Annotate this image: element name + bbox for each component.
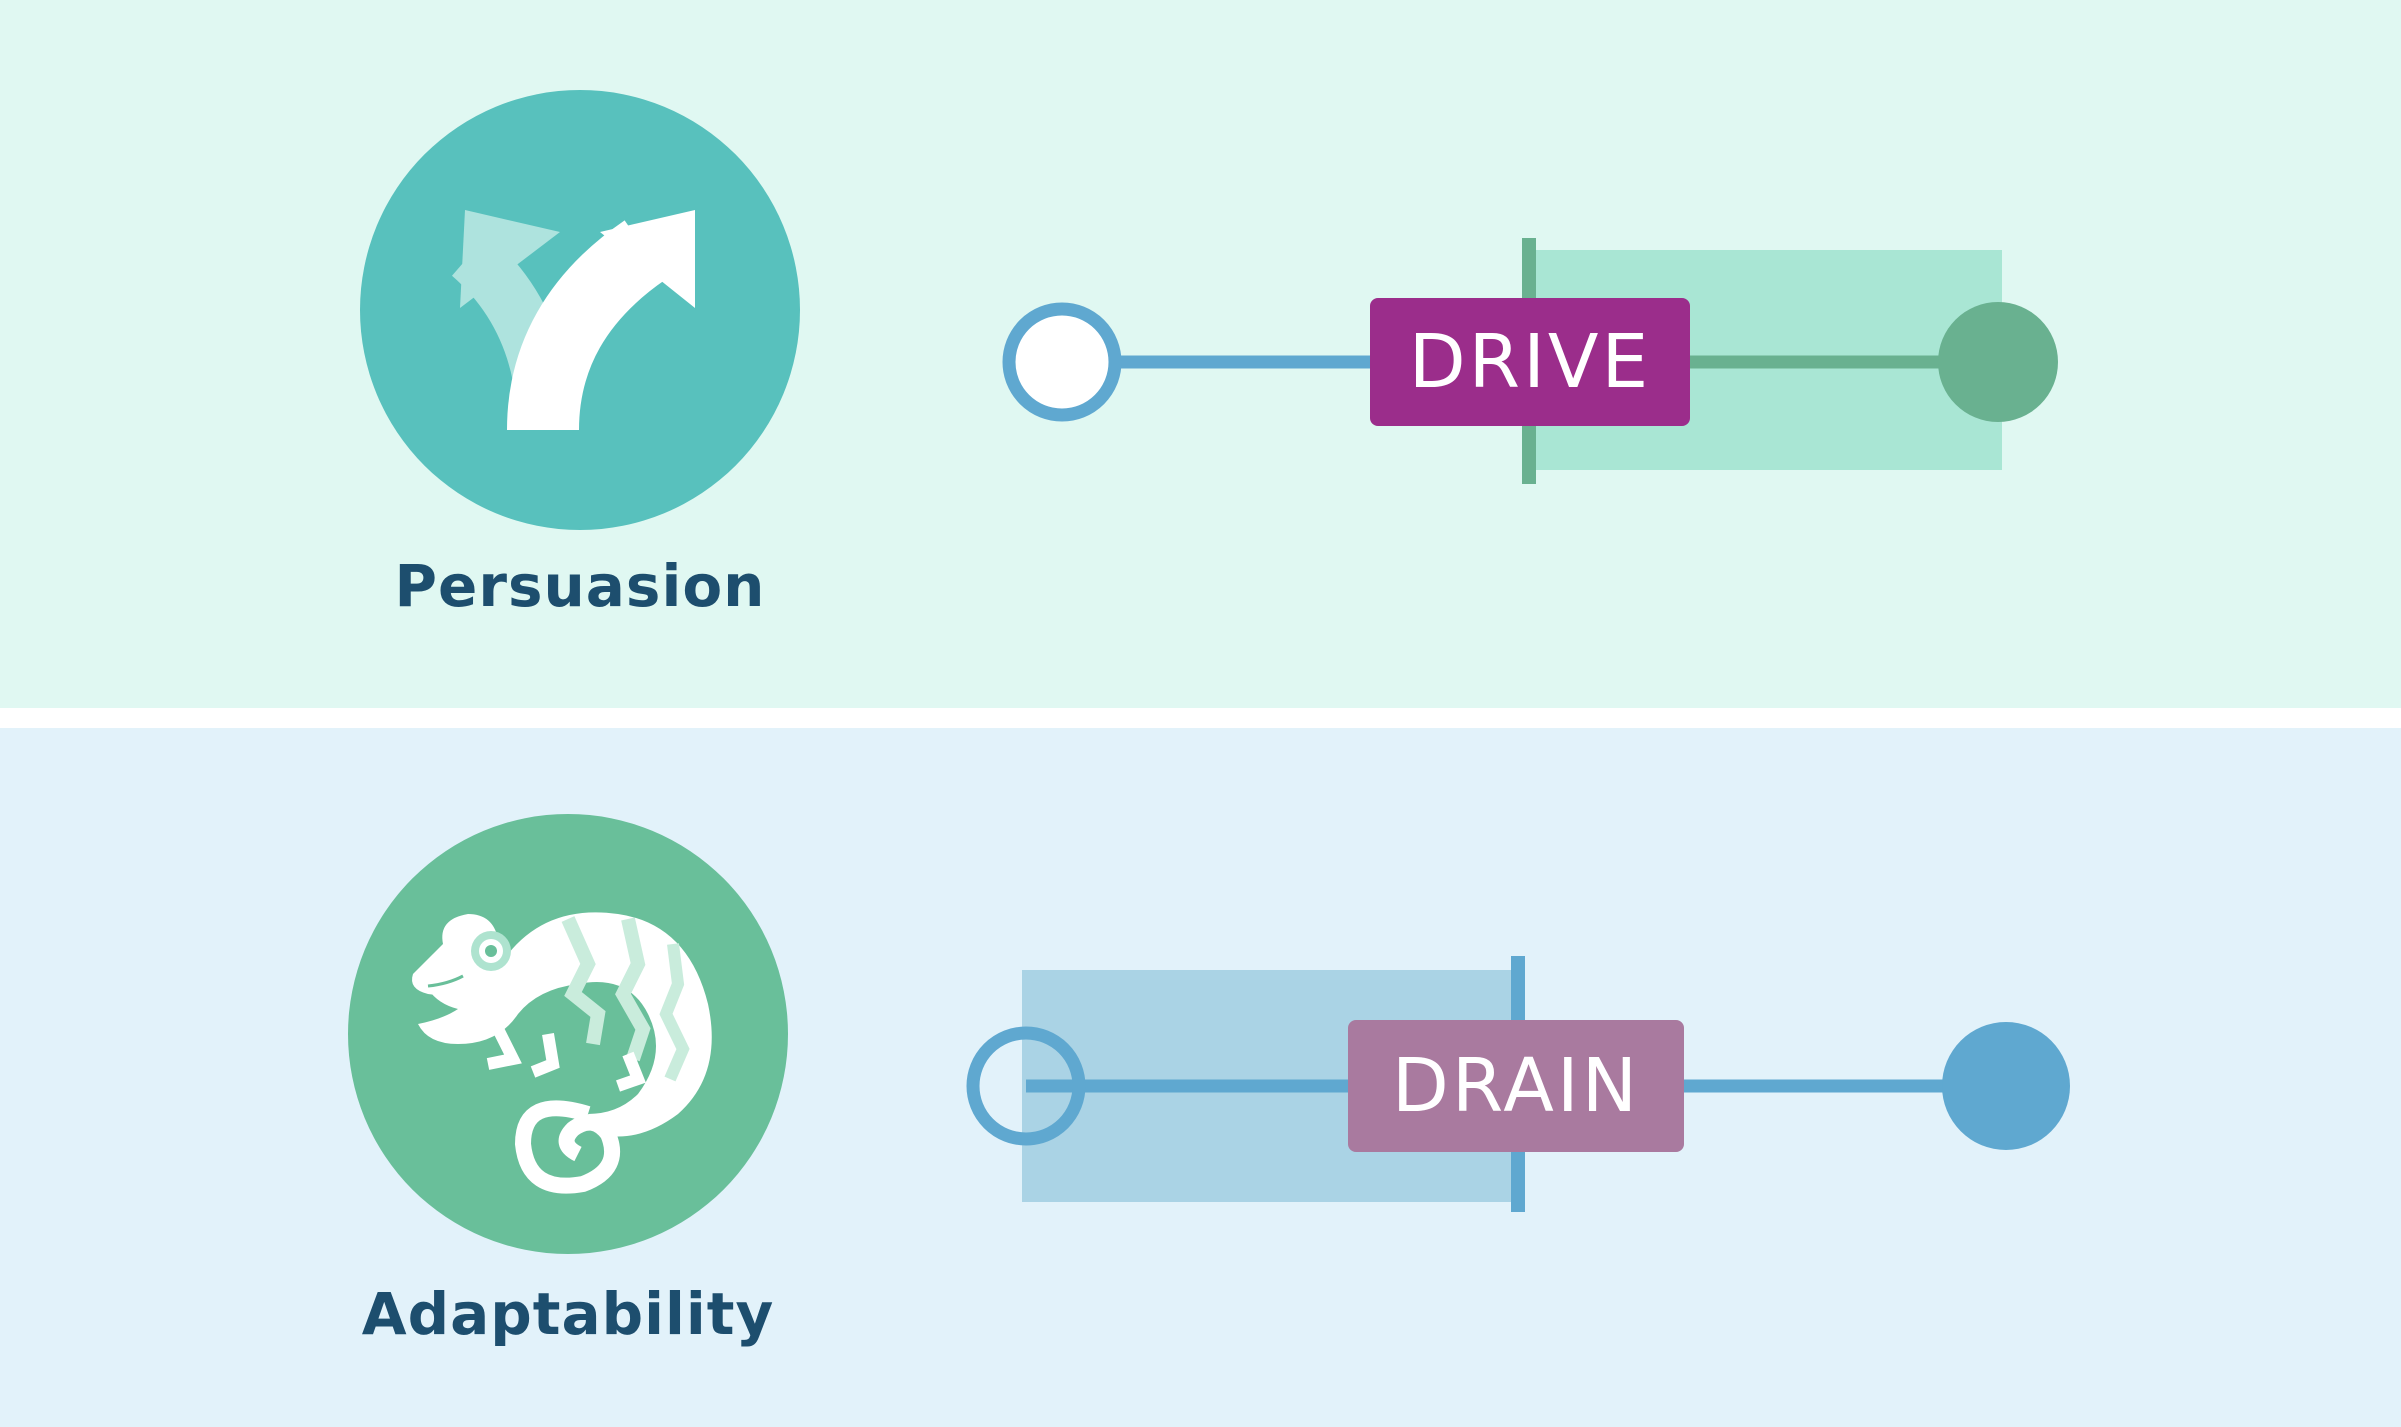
adaptability-panel: Adaptability DRAIN <box>0 728 2401 1427</box>
skill-label-persuasion: Persuasion <box>394 552 766 620</box>
adaptability-icon-circle <box>348 814 788 1254</box>
scale-end-point <box>1938 302 2058 422</box>
panel-divider <box>0 708 2401 728</box>
chameleon-icon <box>412 912 712 1194</box>
split-arrows-icon <box>451 210 695 431</box>
scale-end-point <box>1942 1022 2070 1150</box>
scale-start-point <box>966 1026 1086 1146</box>
drive-scale <box>1002 238 2058 484</box>
persuasion-icon-circle <box>360 90 800 530</box>
skill-label-adaptability: Adaptability <box>361 1280 775 1348</box>
scale-start-point <box>1002 302 1122 422</box>
drive-badge: DRIVE <box>1370 298 1690 426</box>
drain-scale <box>966 956 2070 1212</box>
persuasion-panel: Persuasion DRIVE <box>0 0 2401 708</box>
drain-badge: DRAIN <box>1348 1020 1684 1152</box>
